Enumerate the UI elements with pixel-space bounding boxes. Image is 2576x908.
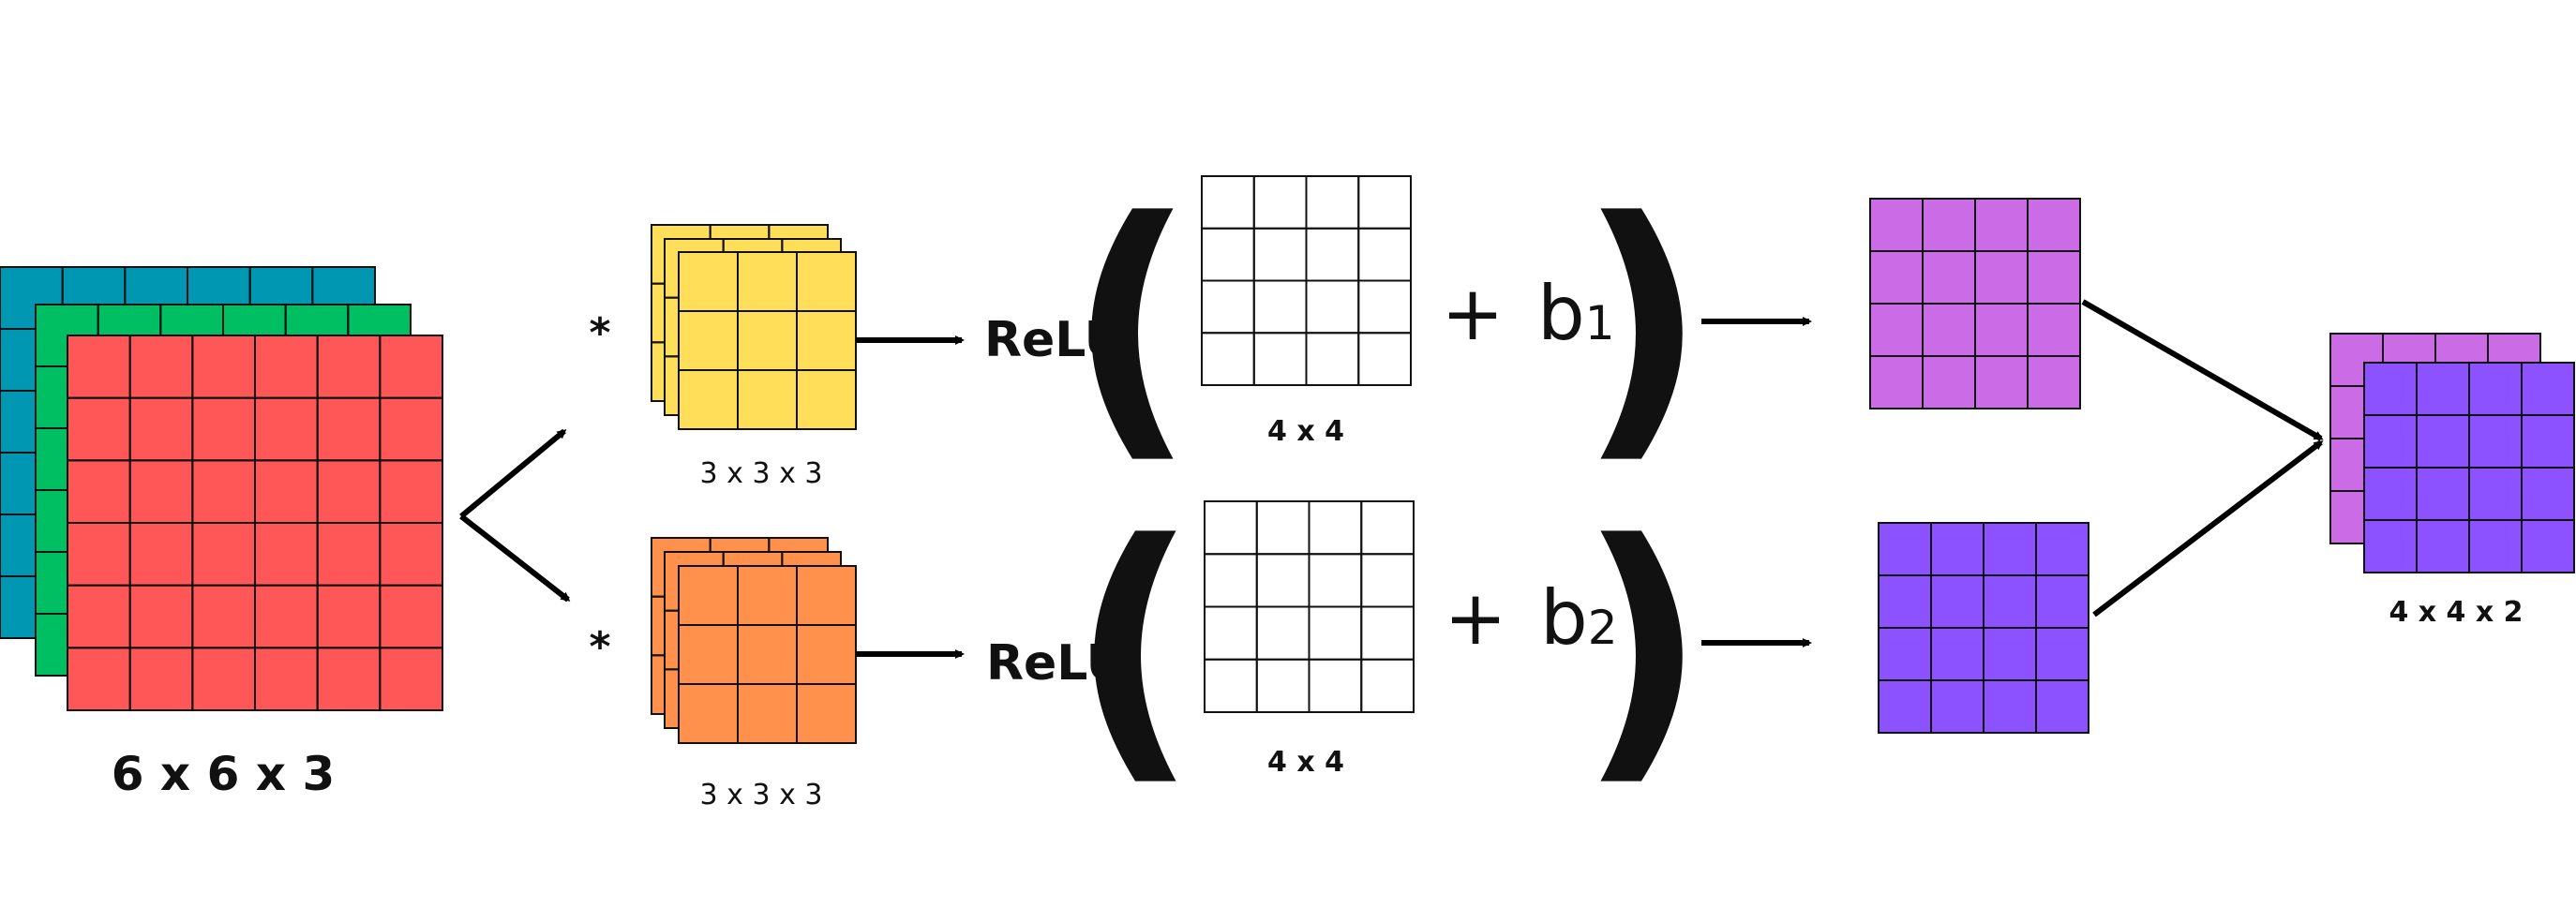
feature-map-2 xyxy=(1878,522,2089,734)
close-paren-upper: ) xyxy=(1578,161,1706,488)
conv-operator-lower: * xyxy=(589,623,610,671)
grid-cell xyxy=(2521,519,2575,573)
conv-output-size-label-lower: 4 x 4 xyxy=(1267,746,1344,779)
bias-2-base: b xyxy=(1540,574,1588,662)
grid-background xyxy=(679,252,856,429)
feature-map-1 xyxy=(1869,198,2081,409)
input-size-label: 6 x 6 x 3 xyxy=(112,747,336,801)
filter-2-layer-front xyxy=(678,565,857,744)
bias-2-subscript: 2 xyxy=(1588,601,1618,655)
bias-1: b1 xyxy=(1537,270,1615,357)
output-volume xyxy=(2329,333,2575,573)
filter-2-size-label: 3 x 3 x 3 xyxy=(700,779,823,811)
filter-1 xyxy=(651,224,857,430)
relu-label-upper: ReLU xyxy=(984,312,1124,368)
filter-2 xyxy=(651,537,857,744)
plus-sign-upper: + xyxy=(1441,270,1504,357)
bias-1-subscript: 1 xyxy=(1585,296,1615,350)
open-paren-lower: ( xyxy=(1070,484,1198,811)
grid-cell xyxy=(2035,679,2089,734)
bias-2: b2 xyxy=(1540,574,1618,662)
conv-output-size-label-upper: 4 x 4 xyxy=(1267,415,1344,448)
conv-output-grid-upper xyxy=(1201,175,1412,386)
output-size-label: 4 x 4 x 2 xyxy=(2389,596,2523,629)
grid-background xyxy=(679,566,856,743)
branch-arrow-upper xyxy=(459,428,567,519)
close-paren-lower: ) xyxy=(1578,484,1706,811)
plus-sign-lower: + xyxy=(1444,574,1506,662)
output-channel-front xyxy=(2363,362,2575,573)
branch-arrow-lower xyxy=(459,514,571,603)
conv-operator-upper: * xyxy=(589,309,610,357)
stack-arrow-lower xyxy=(2092,439,2324,618)
grid-cell xyxy=(1357,332,1412,386)
grid-cell xyxy=(379,647,444,711)
grid-cell xyxy=(796,683,857,744)
filter-1-layer-front xyxy=(678,251,857,430)
grid-cell xyxy=(1360,658,1415,713)
grid-cell xyxy=(2027,355,2081,409)
bias-1-base: b xyxy=(1537,270,1585,357)
filter-1-size-label: 3 x 3 x 3 xyxy=(700,457,823,490)
stack-arrow-upper xyxy=(2081,299,2324,441)
relu-label-lower: ReLU xyxy=(986,635,1126,692)
open-paren-upper: ( xyxy=(1067,161,1195,488)
input-channel-front xyxy=(67,335,444,711)
input-volume xyxy=(0,266,444,711)
conv-output-grid-lower xyxy=(1204,500,1415,713)
grid-cell xyxy=(796,369,857,430)
